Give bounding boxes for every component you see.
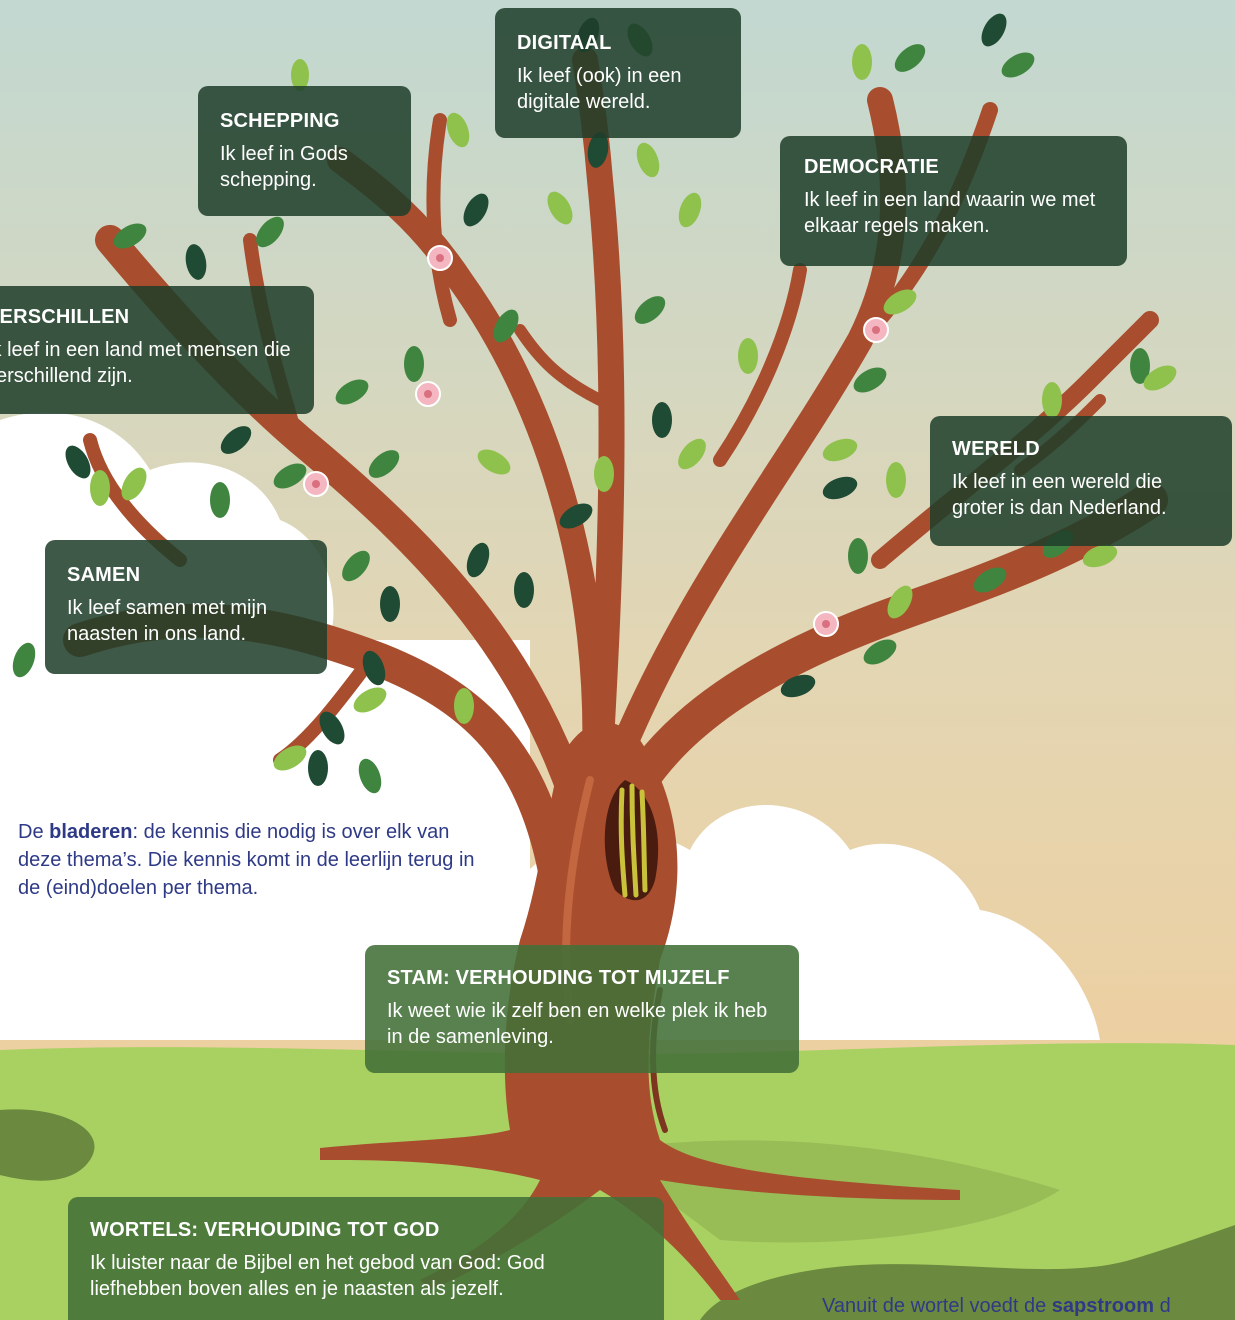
leaves (12, 13, 1177, 794)
card-title: STAM: VERHOUDING TOT MIJZELF (387, 967, 730, 989)
card-democratie: DEMOCRATIE Ik leef in een land waarin we… (780, 136, 1127, 266)
card-digitaal: DIGITAAL Ik leef (ook) in een digitale w… (495, 8, 741, 138)
card-wortels: WORTELS: VERHOUDING TOT GOD Ik luister n… (68, 1197, 664, 1320)
card-title: SCHEPPING (220, 110, 340, 132)
card-text: Ik leef samen met mijn naasten in ons la… (67, 597, 268, 645)
card-text: Ik leef in Gods schepping. (220, 143, 348, 191)
card-title: DEMOCRATIE (804, 156, 939, 178)
card-text: Ik leef (ook) in een digitale wereld. (517, 65, 682, 113)
card-title: WERELD (952, 438, 1040, 460)
card-verschillen: VERSCHILLEN Ik leef in een land met mens… (0, 286, 314, 414)
note-sapstroom: Vanuit de wortel voedt de sapstroom d (822, 1292, 1171, 1320)
ground-path-lower (700, 1225, 1235, 1320)
note-post: : de kennis die nodig is over elk van de… (18, 821, 475, 899)
sap-stream (618, 783, 648, 898)
card-text: Ik luister naar de Bijbel en het gebod v… (90, 1252, 545, 1300)
card-title: SAMEN (67, 564, 141, 586)
card-schepping: SCHEPPING Ik leef in Gods schepping. (198, 86, 411, 216)
ground-path (0, 1109, 95, 1181)
card-text: Ik leef in een land waarin we met elkaar… (804, 189, 1096, 237)
card-text: Ik weet wie ik zelf ben en welke plek ik… (387, 1000, 768, 1048)
card-title: WORTELS: VERHOUDING TOT GOD (90, 1219, 440, 1241)
card-stam: STAM: VERHOUDING TOT MIJZELF Ik weet wie… (365, 945, 799, 1073)
blossom-centers (312, 254, 880, 628)
note-pre: Vanuit de wortel voedt de (822, 1295, 1052, 1317)
card-text: Ik leef in een wereld die groter is dan … (952, 471, 1167, 519)
card-text: Ik leef in een land met mensen die versc… (0, 339, 291, 387)
note-pre: De (18, 821, 50, 843)
note-post: d (1154, 1295, 1171, 1317)
card-wereld: WERELD Ik leef in een wereld die groter … (930, 416, 1232, 546)
note-bold: bladeren (49, 821, 133, 843)
card-samen: SAMEN Ik leef samen met mijn naasten in … (45, 540, 327, 674)
card-title: VERSCHILLEN (0, 306, 130, 328)
card-title: DIGITAAL (517, 32, 612, 54)
note-bladeren: De bladeren: de kennis die nodig is over… (18, 818, 488, 902)
note-bold: sapstroom (1051, 1295, 1155, 1317)
